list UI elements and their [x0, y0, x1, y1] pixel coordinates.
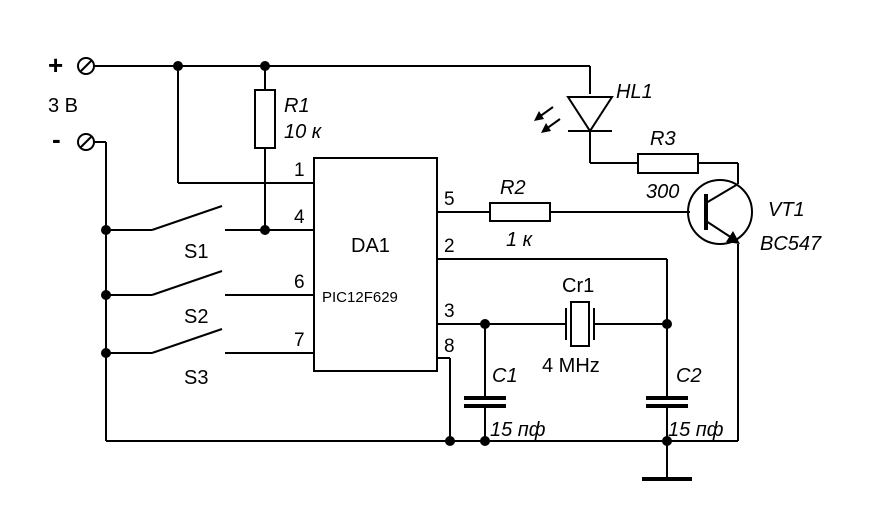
led-hl1: HL1 [534, 81, 653, 133]
switch-s3: S3 [151, 328, 223, 389]
r3-ref: R3 [650, 128, 676, 150]
plus-terminal: + [48, 50, 95, 80]
c1-value: 15 пф [490, 419, 546, 441]
capacitor-c2: C2 15 пф [646, 365, 724, 441]
cr1-value: 4 MHz [542, 355, 600, 377]
pin-4-label: 4 [294, 207, 305, 228]
switch-s2: S2 [151, 270, 223, 328]
hl1-ref: HL1 [616, 81, 653, 103]
vt1-part: BC547 [760, 233, 822, 255]
vt1-ref: VT1 [768, 199, 805, 221]
c2-value: 15 пф [668, 419, 724, 441]
pin-5-label: 5 [444, 189, 455, 210]
plus-label: + [48, 50, 63, 80]
resistor-r2: R2 1 к [489, 177, 551, 251]
r3-value: 300 [646, 181, 679, 203]
ic-part: PIC12F629 [322, 289, 398, 306]
c2-ref: C2 [676, 365, 702, 387]
resistor-r1: R1 10 к [254, 89, 323, 149]
pin-2-label: 2 [444, 236, 455, 257]
s3-label: S3 [184, 367, 208, 389]
minus-label: - [52, 124, 61, 154]
r1-value: 10 к [284, 121, 323, 143]
pin-1-label: 1 [294, 160, 305, 181]
pin-6-label: 6 [294, 272, 305, 293]
switch-s1: S1 [151, 205, 223, 263]
r1-ref: R1 [284, 95, 310, 117]
s2-label: S2 [184, 306, 208, 328]
cr1-ref: Cr1 [562, 275, 594, 297]
pin-8-label: 8 [444, 336, 455, 357]
transistor-vt1: VT1 BC547 [687, 179, 822, 255]
wires [94, 65, 739, 478]
pin-3-label: 3 [444, 301, 455, 322]
supply-voltage-label: 3 В [48, 95, 78, 117]
crystal-cr1: Cr1 4 MHz [542, 275, 600, 377]
junctions [101, 61, 672, 446]
pin-7-label: 7 [294, 330, 305, 351]
ic-da1: DA1 PIC12F629 1 4 6 7 5 2 3 8 [294, 157, 455, 372]
r2-value: 1 к [506, 229, 534, 251]
resistor-r3: R3 300 [637, 128, 699, 203]
c1-ref: C1 [492, 365, 518, 387]
r2-ref: R2 [500, 177, 526, 199]
minus-terminal: - [52, 124, 95, 154]
s1-label: S1 [184, 241, 208, 263]
ic-ref: DA1 [351, 235, 390, 257]
capacitor-c1: C1 15 пф [464, 365, 546, 441]
